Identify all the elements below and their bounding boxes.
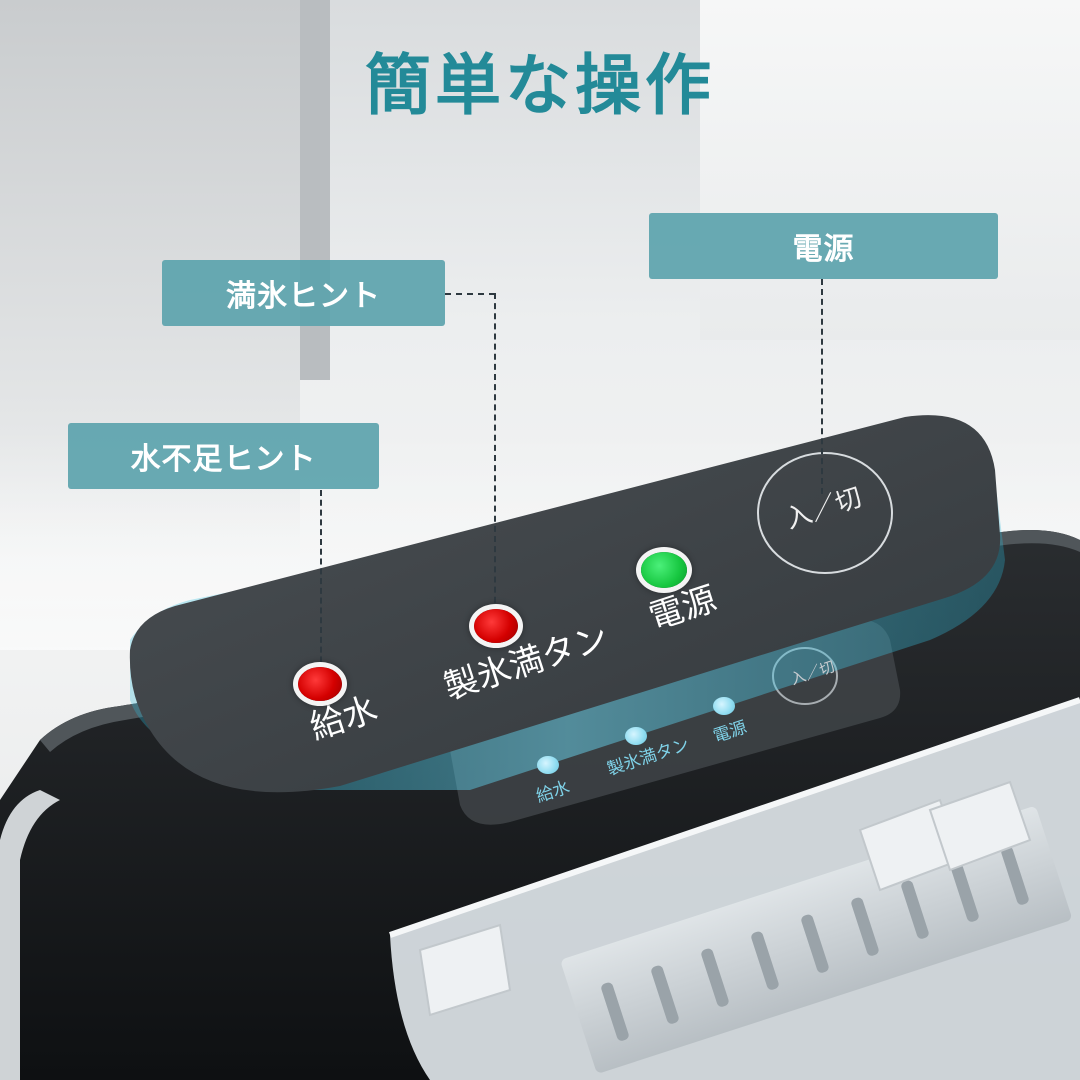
- device-ice-full-led: [625, 727, 647, 745]
- callout-water-low: 水不足ヒント: [68, 423, 379, 489]
- leader-line-ice-full-vertical: [494, 293, 496, 623]
- water-indicator-led: [298, 667, 342, 701]
- basket-slots: [601, 846, 1029, 1041]
- ice-full-indicator-led: [474, 609, 518, 643]
- enlarged-control-panel: [129, 415, 1001, 793]
- page-title: 簡単な操作: [365, 47, 715, 124]
- callout-power: 電源: [649, 213, 998, 279]
- leader-line-power: [821, 279, 823, 494]
- ice-mechanism: [418, 780, 1032, 1017]
- callout-ice-full: 満氷ヒント: [162, 260, 445, 326]
- power-button-ring: [757, 452, 893, 574]
- background-window-right: [700, 0, 1080, 340]
- ice-window: [390, 700, 1080, 1080]
- side-trim: [0, 790, 60, 1080]
- ice-window-frame: [389, 697, 1080, 938]
- leader-line-water: [320, 490, 322, 682]
- leader-line-ice-full-horizontal: [445, 293, 495, 295]
- power-indicator-led: [641, 552, 687, 588]
- device-power-led: [713, 697, 735, 715]
- device-water-led: [537, 756, 559, 774]
